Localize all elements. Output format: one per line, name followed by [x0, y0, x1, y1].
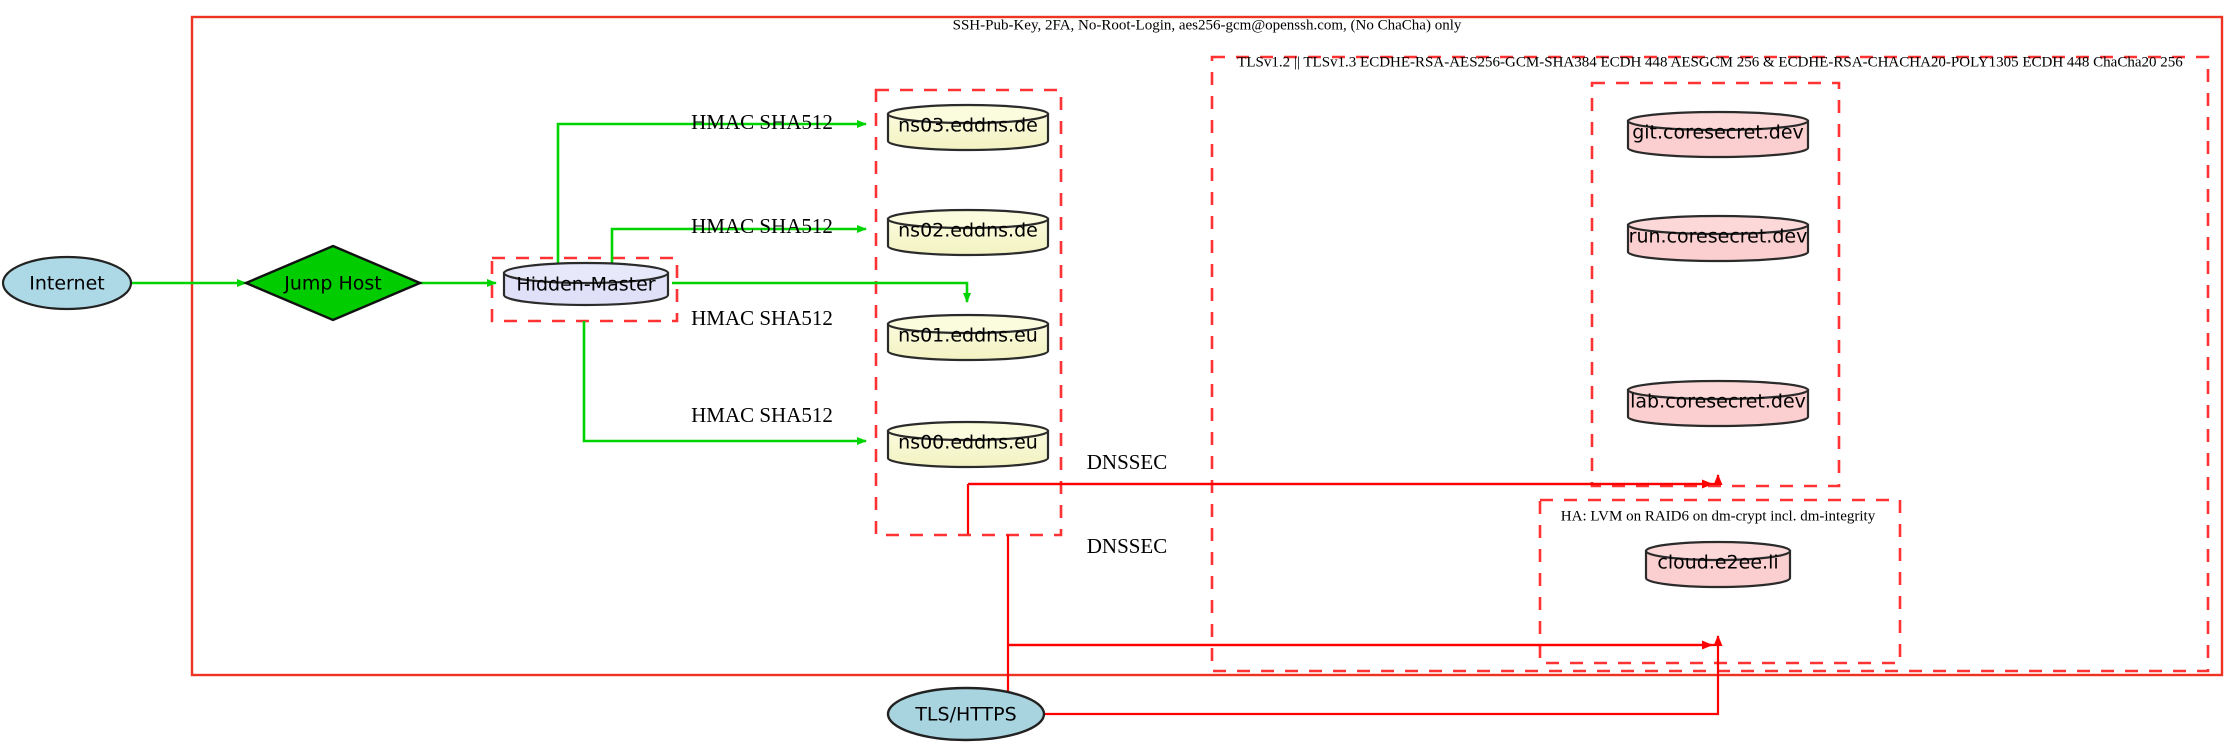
- edge-hiddenmaster-to-ns01: [672, 281, 971, 303]
- node-cloud-e2ee[interactable]: cloud.e2ee.li: [1644, 540, 1792, 589]
- edge-label-hmac-ns01: HMAC SHA512: [691, 306, 833, 330]
- node-internet[interactable]: Internet: [1, 255, 133, 311]
- cluster-services-zone: [1590, 81, 1841, 488]
- node-git-coresecret-label: git.coresecret.dev: [1632, 122, 1804, 144]
- cluster-outer-ssh: [190, 15, 2224, 677]
- cluster-label-tls-policy: TLSv1.2 || TLSv1.3 ECDHE-RSA-AES256-GCM-…: [1237, 54, 2183, 70]
- cluster-ha-storage: [1538, 498, 1902, 665]
- cluster-dns-zone: [874, 88, 1063, 537]
- node-ns02[interactable]: ns02.eddns.de: [886, 208, 1050, 257]
- edge-hiddenmaster-to-ns03: [556, 120, 867, 267]
- node-cloud-e2ee-label: cloud.e2ee.li: [1657, 552, 1778, 574]
- node-ns03[interactable]: ns03.eddns.de: [886, 103, 1050, 152]
- node-lab-coresecret-label: lab.coresecret.dev: [1630, 391, 1806, 413]
- node-run-coresecret-label: run.coresecret.dev: [1629, 226, 1808, 248]
- edge-label-dnssec-lower: DNSSEC: [1087, 534, 1168, 558]
- node-tls-https-label: TLS/HTTPS: [914, 704, 1016, 726]
- edge-tlshttps-to-services: [1043, 645, 1720, 716]
- node-hidden-master-label: Hidden-Master: [516, 274, 655, 296]
- node-ns02-label: ns02.eddns.de: [898, 220, 1038, 242]
- node-ns00-label: ns00.eddns.eu: [898, 432, 1038, 454]
- edge-hiddenmaster-to-ns02: [610, 225, 867, 267]
- cluster-label-outer-ssh: SSH-Pub-Key, 2FA, No-Root-Login, aes256-…: [953, 17, 1462, 33]
- cluster-tls-policy: [1210, 55, 2210, 673]
- edge-dnssec-lower: [1008, 635, 1723, 647]
- node-ns01[interactable]: ns01.eddns.eu: [886, 313, 1050, 362]
- node-lab-coresecret[interactable]: lab.coresecret.dev: [1626, 379, 1810, 428]
- node-hidden-master[interactable]: Hidden-Master: [502, 261, 670, 307]
- node-tls-https[interactable]: TLS/HTTPS: [886, 686, 1046, 742]
- node-run-coresecret[interactable]: run.coresecret.dev: [1626, 214, 1810, 263]
- node-git-coresecret[interactable]: git.coresecret.dev: [1626, 110, 1810, 159]
- edge-hiddenmaster-to-ns00: [582, 321, 867, 445]
- edge-label-dnssec-upper: DNSSEC: [1087, 450, 1168, 474]
- edge-label-hmac-ns00: HMAC SHA512: [691, 403, 833, 427]
- node-ns00[interactable]: ns00.eddns.eu: [886, 420, 1050, 469]
- cluster-label-ha-storage: HA: LVM on RAID6 on dm-crypt incl. dm-in…: [1561, 508, 1876, 524]
- node-ns01-label: ns01.eddns.eu: [898, 325, 1038, 347]
- node-internet-label: Internet: [29, 273, 104, 295]
- node-ns03-label: ns03.eddns.de: [898, 115, 1038, 137]
- edge-dnssec-upper: [968, 474, 1723, 486]
- node-jump-host-label: Jump Host: [283, 273, 382, 295]
- node-jump-host[interactable]: Jump Host: [242, 244, 424, 322]
- edge-label-hmac-ns03: HMAC SHA512: [691, 110, 833, 134]
- edge-label-hmac-ns02: HMAC SHA512: [691, 214, 833, 238]
